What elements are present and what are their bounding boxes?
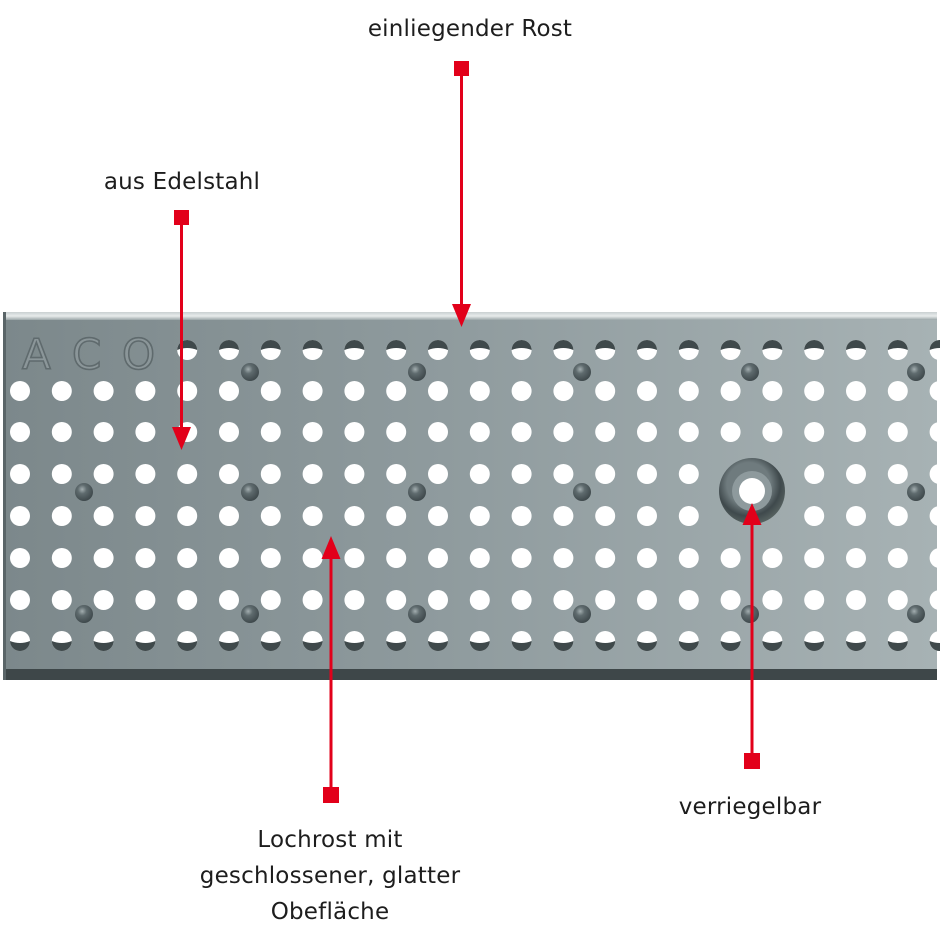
callout-marker-square bbox=[744, 753, 760, 769]
callout-marker-square bbox=[174, 210, 189, 225]
top-edge-lip bbox=[3, 312, 937, 320]
label-einliegender-rost: einliegender Rost bbox=[367, 16, 573, 42]
callout-lochrost bbox=[321, 536, 341, 803]
arrow-down-icon bbox=[452, 304, 471, 327]
label-aus-edelstahl: aus Edelstahl bbox=[103, 169, 261, 195]
perforation-holes bbox=[10, 340, 940, 652]
aco-logo: A C O bbox=[21, 329, 156, 380]
callout-einliegender-rost bbox=[452, 61, 471, 327]
callout-verriegelbar bbox=[742, 503, 762, 769]
logo-letter-o: O bbox=[122, 330, 155, 379]
rivet-bumps bbox=[75, 363, 925, 623]
logo-letter-c: C bbox=[72, 330, 101, 379]
arrow-up-icon bbox=[742, 503, 762, 525]
lock-hole bbox=[719, 458, 785, 524]
annotation-callouts bbox=[172, 61, 762, 803]
logo-letter-a: A bbox=[22, 330, 51, 379]
callout-marker-square bbox=[323, 787, 339, 803]
label-lochrost: Lochrost mit geschlossener, glatter Obef… bbox=[199, 827, 461, 925]
callout-marker-square bbox=[454, 61, 469, 76]
callout-aus-edelstahl bbox=[172, 210, 191, 450]
label-verriegelbar: verriegelbar bbox=[678, 794, 822, 820]
arrow-up-icon bbox=[321, 536, 341, 559]
arrow-down-icon bbox=[172, 427, 191, 450]
bottom-edge bbox=[3, 669, 937, 680]
